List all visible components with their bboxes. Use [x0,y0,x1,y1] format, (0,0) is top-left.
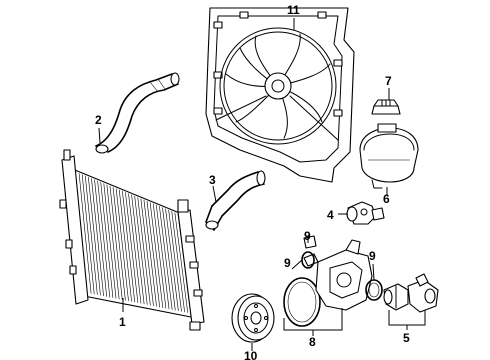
radiator-fin [137,197,151,306]
radiator-fin [97,180,111,298]
radiator-fin [112,187,126,301]
radiator-fin [125,192,139,303]
radiator-fin [152,203,167,309]
coolant-outlet-housing [407,273,439,313]
radiator-fin [94,179,108,297]
thermostat-housing [346,201,385,225]
radiator-fin [78,173,92,294]
radiator-fin [134,195,148,305]
radiator-fin [171,211,185,313]
callout-7: 7 [385,74,392,88]
radiator-fin [103,183,117,299]
callout-9-upper: 9 [304,229,311,243]
callout-numbers: 1 2 3 4 5 6 7 8 9 9 9 10 11 [95,3,410,360]
water-pump-housing [303,239,373,311]
radiator-fin [155,204,170,310]
callout-10: 10 [244,349,258,360]
radiator-fin [128,193,142,304]
callout-3: 3 [209,173,216,187]
radiator-fin [140,198,154,307]
upper-radiator-hose [95,72,180,154]
callout-4: 4 [327,208,334,222]
seal-upper [303,235,317,249]
radiator-fin [84,175,98,295]
radiator-fin [81,174,95,295]
radiator-fin [146,201,161,308]
radiator-fin [91,178,104,297]
radiator-fin [159,206,173,310]
radiator-fin [168,209,182,312]
radiator-fin [88,177,101,296]
coolant-outlet-fitting [383,283,409,311]
coolant-reservoir [359,123,419,189]
radiator-fin [131,194,145,305]
radiator-fin [109,185,123,300]
leader-lines [98,18,426,351]
water-pump-gasket [283,277,321,327]
lower-radiator-hose [205,170,266,231]
radiator-fin [149,202,164,308]
water-pump-pulley [231,293,275,343]
radiator-fin [106,184,120,300]
callout-5: 5 [403,331,410,345]
radiator-fin [143,199,157,307]
radiator [59,149,205,331]
callout-11: 11 [287,3,300,17]
callout-9-left: 9 [284,256,291,270]
fan-shroud-assembly [205,7,355,183]
radiator-fin [165,208,179,311]
radiator-fin [174,212,189,313]
radiator-fin [122,190,136,303]
callout-8: 8 [309,335,316,349]
callout-9-right: 9 [369,249,376,263]
radiator-fin [115,188,129,302]
callout-6: 6 [383,192,390,206]
radiator-fin [118,189,132,302]
callout-2: 2 [95,113,102,127]
callout-1: 1 [119,315,126,329]
radiator-fin [162,207,176,311]
radiator-fin [100,182,114,298]
reservoir-cap [371,99,401,115]
